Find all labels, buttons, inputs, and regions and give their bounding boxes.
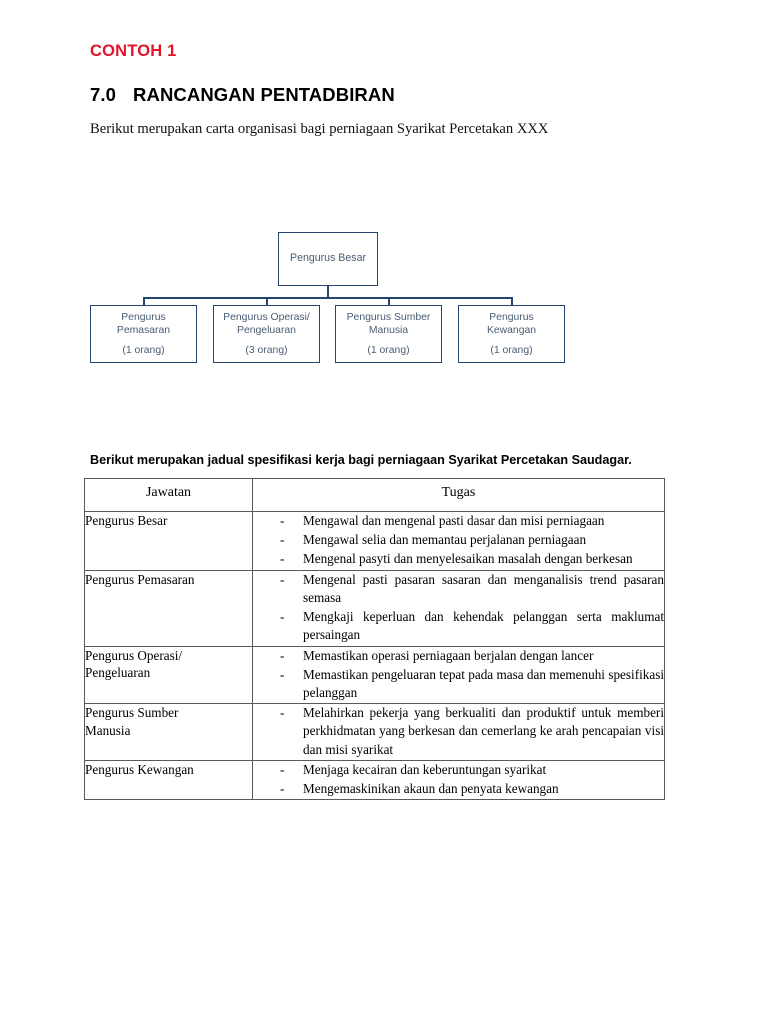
task-list: Mengenal pasti pasaran sasaran dan menga…: [253, 571, 664, 645]
table-row: Pengurus Sumber Manusia Melahirkan peker…: [84, 703, 665, 761]
org-box-headcount: (1 orang): [367, 344, 410, 356]
table-row: Pengurus Besar Mengawal dan mengenal pas…: [84, 511, 665, 571]
connector-child-3-vertical: [511, 297, 513, 306]
cell-role-line1: Pengurus Operasi/: [85, 647, 183, 663]
task-item: Menjaga kecairan dan keberuntungan syari…: [253, 761, 664, 779]
org-box-title-line2: Kewangan: [486, 325, 537, 337]
org-box-pengurus-operasi-pengeluaran: Pengurus Operasi/ Pengeluaran (3 orang): [213, 305, 320, 363]
org-box-headcount: (1 orang): [122, 344, 165, 356]
connector-child-1-vertical: [266, 297, 268, 306]
org-box-pengurus-sumber-manusia: Pengurus Sumber Manusia (1 orang): [335, 305, 442, 363]
org-box-title-line1: Pengurus: [121, 312, 166, 324]
table-row: Pengurus Operasi/ Pengeluaran Memastikan…: [84, 645, 665, 705]
task-item: Mengawal dan mengenal pasti dasar dan mi…: [253, 512, 664, 530]
org-box-title-line2: Pemasaran: [116, 325, 171, 337]
task-list: Memastikan operasi perniagaan berjalan d…: [253, 647, 664, 703]
connector-child-0-vertical: [143, 297, 145, 306]
task-list: Melahirkan pekerja yang berkualiti dan p…: [253, 704, 664, 759]
org-box-headcount: (3 orang): [245, 344, 288, 356]
job-specification-table: Jawatan Tugas Pengurus Besar Mengawal da…: [84, 478, 665, 801]
cell-role: Pengurus Operasi/ Pengeluaran: [84, 645, 253, 705]
org-box-pengurus-kewangan: Pengurus Kewangan (1 orang): [458, 305, 565, 363]
cell-role: Pengurus Sumber Manusia: [84, 703, 253, 761]
org-box-headcount: (1 orang): [490, 344, 533, 356]
task-item: Mengawal selia dan memantau perjalanan p…: [253, 531, 664, 549]
intro-paragraph-chart: Berikut merupakan carta organisasi bagi …: [90, 121, 549, 137]
task-list: Menjaga kecairan dan keberuntungan syari…: [253, 761, 664, 799]
org-box-title-line1: Pengurus Operasi/: [223, 312, 310, 324]
connector-horizontal-bus: [143, 297, 512, 299]
cell-tasks: Mengenal pasti pasaran sasaran dan menga…: [252, 569, 665, 647]
cell-tasks: Menjaga kecairan dan keberuntungan syari…: [252, 759, 665, 801]
org-box-title-line1: Pengurus Sumber: [346, 312, 431, 324]
org-box-pengurus-besar: Pengurus Besar: [278, 232, 378, 286]
cell-role: Pengurus Kewangan: [84, 759, 253, 801]
column-header-jawatan: Jawatan: [84, 478, 253, 512]
section-number: 7.0: [90, 84, 117, 105]
intro-paragraph-table: Berikut merupakan jadual spesifikasi ker…: [90, 453, 632, 467]
task-item: Mengemaskinikan akaun dan penyata kewang…: [253, 780, 664, 798]
page-title: 7.0 RANCANGAN PENTADBIRAN: [90, 84, 395, 106]
cell-role-line2: Manusia: [85, 723, 131, 739]
cell-role: Pengurus Besar: [84, 511, 253, 571]
task-item: Mengenal pasyti dan menyelesaikan masala…: [253, 550, 664, 568]
task-item: Memastikan operasi perniagaan berjalan d…: [253, 647, 664, 665]
org-box-pengurus-pemasaran: Pengurus Pemasaran (1 orang): [90, 305, 197, 363]
table-row: Pengurus Pemasaran Mengenal pasti pasara…: [84, 569, 665, 647]
org-box-title-line2: Manusia: [368, 325, 409, 337]
column-header-tugas: Tugas: [252, 478, 665, 512]
task-item: Mengkaji keperluan dan kehendak pelangga…: [253, 608, 664, 644]
connector-root-vertical: [327, 286, 329, 298]
task-list: Mengawal dan mengenal pasti dasar dan mi…: [253, 512, 664, 569]
org-box-title-line2: Pengeluaran: [237, 325, 296, 337]
cell-tasks: Mengawal dan mengenal pasti dasar dan mi…: [252, 511, 665, 571]
cell-role: Pengurus Pemasaran: [84, 569, 253, 647]
cell-role-line2: Pengeluaran: [85, 665, 151, 681]
contoh-heading: CONTOH 1: [90, 42, 177, 60]
connector-child-2-vertical: [388, 297, 390, 306]
task-item: Memastikan pengeluaran tepat pada masa d…: [253, 666, 664, 702]
task-item: Mengenal pasti pasaran sasaran dan menga…: [253, 571, 664, 607]
org-box-title: Pengurus Besar: [290, 252, 366, 265]
table-header-row: Jawatan Tugas: [84, 478, 665, 512]
table-row: Pengurus Kewangan Menjaga kecairan dan k…: [84, 759, 665, 801]
org-box-title-line1: Pengurus: [489, 312, 534, 324]
cell-tasks: Memastikan operasi perniagaan berjalan d…: [252, 645, 665, 705]
cell-tasks: Melahirkan pekerja yang berkualiti dan p…: [252, 703, 665, 761]
cell-role-line1: Pengurus Sumber: [85, 705, 179, 721]
section-title-text: RANCANGAN PENTADBIRAN: [133, 84, 395, 105]
task-item: Melahirkan pekerja yang berkualiti dan p…: [253, 704, 664, 759]
